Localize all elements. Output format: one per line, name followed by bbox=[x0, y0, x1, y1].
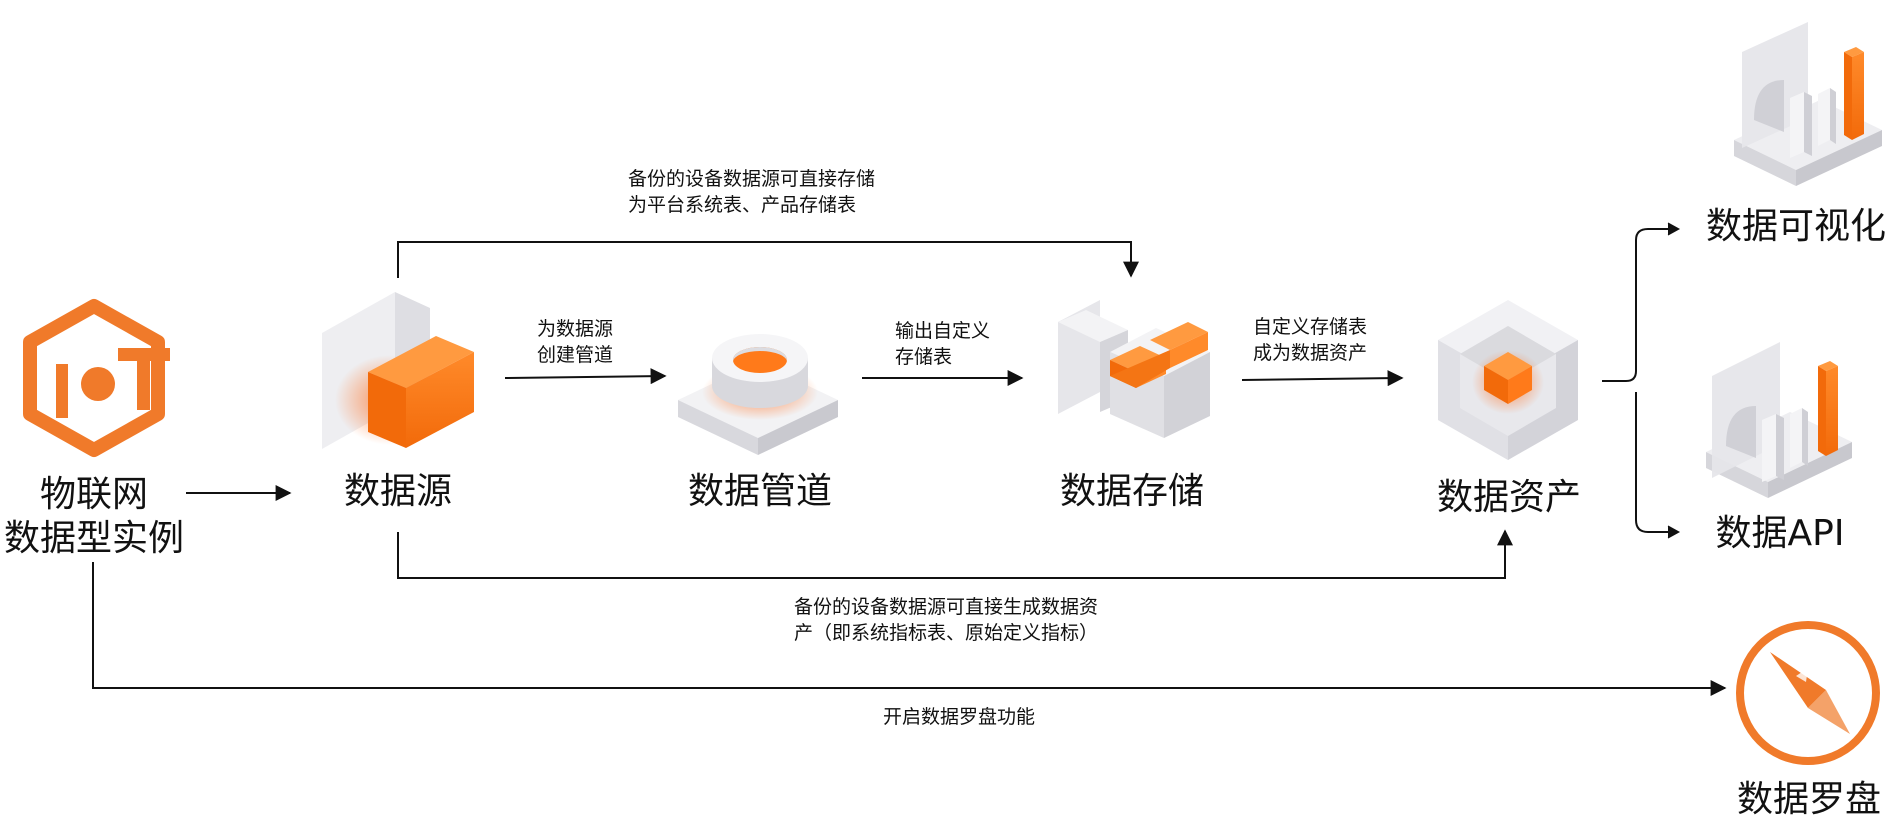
node-iot-label-line2: 数据型实例 bbox=[3, 518, 184, 559]
edge-source-pipeline-label-line1: 为数据源 bbox=[537, 318, 614, 340]
edge-pipeline-storage-label: 输出自定义 存储表 bbox=[895, 318, 990, 370]
edge-source-asset-label-line1: 备份的设备数据源可直接生成数据资 bbox=[794, 596, 1099, 618]
data-asset-icon bbox=[1438, 300, 1578, 460]
edge-iot-compass-label: 开启数据罗盘功能 bbox=[883, 706, 1036, 728]
edge-asset-outputs-brace bbox=[1602, 228, 1676, 533]
edge-storage-asset-label-line1: 自定义存储表 bbox=[1253, 316, 1368, 338]
edge-source-storage-label: 备份的设备数据源可直接存储 为平台系统表、产品存储表 bbox=[628, 166, 875, 218]
edge-source-storage bbox=[397, 241, 1139, 278]
node-source-label: 数据源 bbox=[343, 471, 452, 512]
node-asset-label: 数据资产 bbox=[1436, 477, 1581, 518]
edge-storage-asset-label-line2: 成为数据资产 bbox=[1253, 342, 1368, 364]
edge-source-asset bbox=[397, 529, 1513, 579]
data-api-icon bbox=[1706, 342, 1852, 498]
data-visualization-icon bbox=[1734, 22, 1882, 186]
edge-pipeline-storage-label-line2: 存储表 bbox=[895, 346, 953, 368]
node-compass-label: 数据罗盘 bbox=[1736, 779, 1881, 820]
compass-icon bbox=[1736, 621, 1880, 765]
node-visual-label: 数据可视化 bbox=[1705, 206, 1886, 247]
data-source-icon bbox=[322, 292, 474, 449]
node-iot-label: 物联网 数据型实例 bbox=[0, 473, 188, 561]
edge-source-pipeline-label: 为数据源 创建管道 bbox=[537, 316, 613, 368]
node-iot-label-line1: 物联网 bbox=[39, 474, 148, 515]
node-storage-label: 数据存储 bbox=[1059, 471, 1204, 512]
edge-storage-asset-label: 自定义存储表 成为数据资产 bbox=[1253, 314, 1367, 366]
edge-source-asset-label: 备份的设备数据源可直接生成数据资 产（即系统指标表、原始定义指标） bbox=[794, 594, 1098, 646]
edge-storage-asset bbox=[1241, 370, 1404, 387]
edge-pipeline-storage-label-line1: 输出自定义 bbox=[895, 320, 991, 342]
edge-source-storage-label-line1: 备份的设备数据源可直接存储 bbox=[628, 168, 876, 190]
data-storage-icon bbox=[1058, 300, 1210, 438]
data-pipeline-icon bbox=[678, 334, 838, 455]
iot-logo-icon bbox=[23, 299, 170, 457]
edge-iot-compass bbox=[92, 562, 1727, 696]
edge-source-pipeline-label-line2: 创建管道 bbox=[537, 344, 614, 366]
edge-source-asset-label-line2: 产（即系统指标表、原始定义指标） bbox=[794, 622, 1099, 644]
node-api-label: 数据API bbox=[1715, 513, 1845, 554]
node-pipeline-label: 数据管道 bbox=[687, 471, 832, 512]
edge-source-storage-label-line2: 为平台系统表、产品存储表 bbox=[628, 194, 857, 216]
edge-source-pipeline bbox=[504, 368, 667, 385]
